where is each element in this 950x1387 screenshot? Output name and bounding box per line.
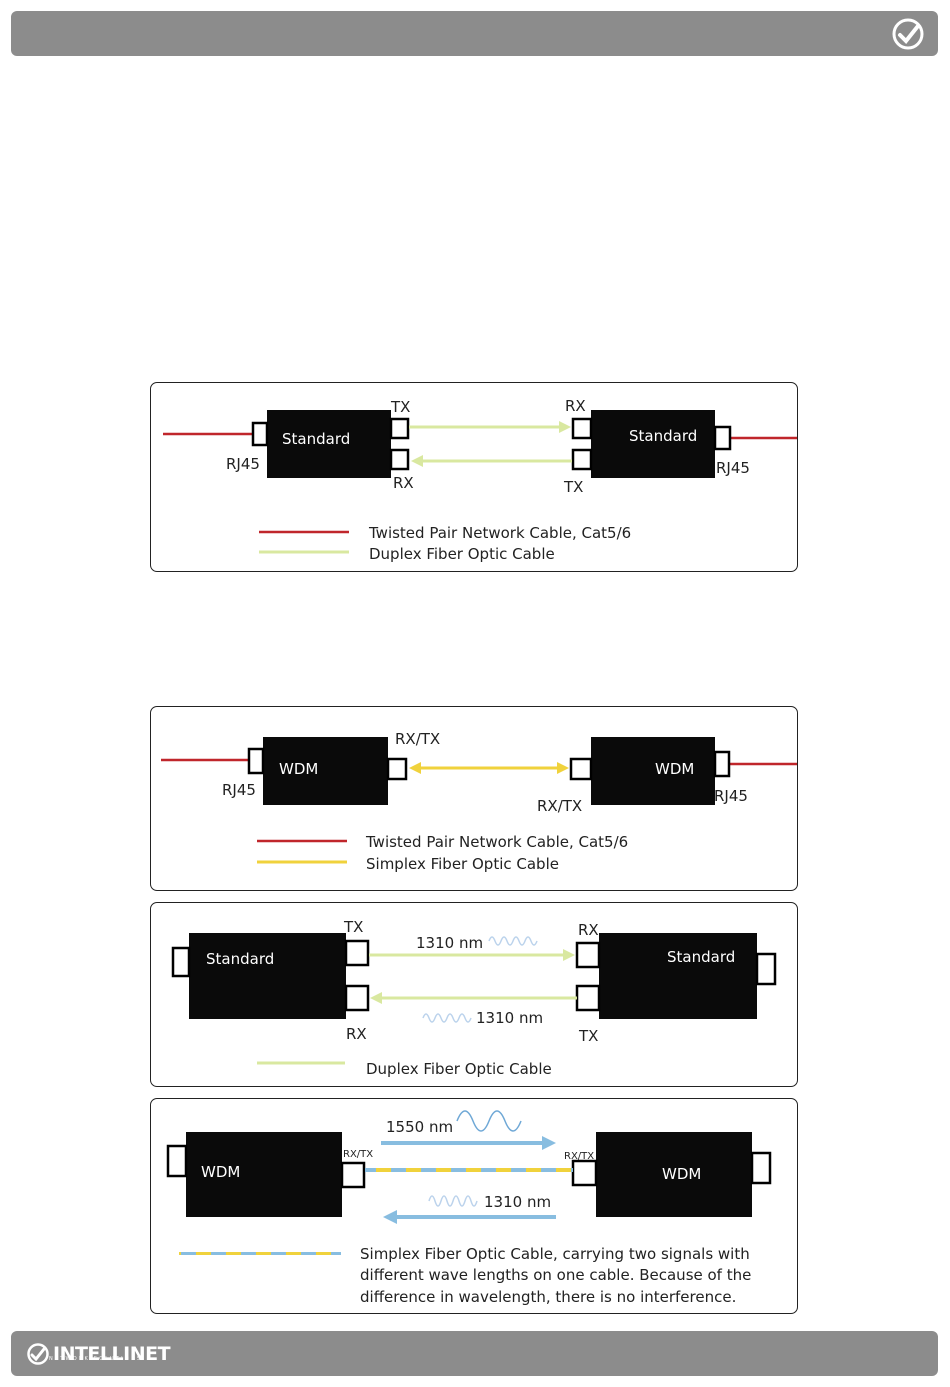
rj45-port-right [755, 952, 777, 986]
port-rx-left [344, 984, 370, 1012]
label-rx-left: RX [346, 1025, 367, 1043]
device-right-label: Standard [629, 427, 697, 445]
device-left [186, 1132, 342, 1217]
device-left-label: Standard [206, 950, 274, 968]
diagram-standard-wavelength: Standard Standard TX RX RX TX 1310 nm 13… [150, 902, 798, 1087]
device-left [189, 933, 346, 1019]
port-rx-right [575, 941, 601, 969]
diagram-wdm-simplex: WDM WDM RX/TX RX/TX RJ45 RJ45 Twisted Pa… [150, 706, 798, 891]
port-rxtx-left [340, 1161, 366, 1189]
rj45-port-right [713, 425, 732, 451]
rj45-port-left [247, 747, 265, 775]
device-right [591, 410, 715, 478]
port-tx-left [344, 939, 370, 967]
wave-icon-top [488, 936, 538, 946]
legend-fiber-label: Duplex Fiber Optic Cable [366, 1060, 552, 1078]
label-rx-right: RX [565, 397, 586, 415]
label-rxtx-left: RX/TX [343, 1149, 373, 1160]
device-left [263, 737, 388, 805]
rj45-port-right [750, 1151, 772, 1185]
legend-mixed-swatch [179, 1252, 341, 1255]
device-left-label: Standard [282, 430, 350, 448]
fiber-tx-arrow [559, 421, 571, 433]
label-rxtx-left: RX/TX [395, 730, 440, 748]
port-rxtx-right [569, 757, 593, 781]
brand-logo: INTELLINET [27, 1340, 171, 1368]
brand-name: INTELLINET [53, 1343, 171, 1365]
fiber-arrow-right [557, 762, 569, 774]
wave-label-1550: 1550 nm [386, 1118, 453, 1136]
device-right [596, 1132, 752, 1217]
brand-check-icon [892, 18, 924, 50]
wave-label-top: 1310 nm [416, 934, 483, 952]
fiber-rx-arrow [370, 992, 382, 1004]
legend-line-2: different wave lengths on one cable. Bec… [360, 1266, 751, 1284]
port-tx-right [571, 448, 593, 471]
wave-1310-arrow [383, 1210, 397, 1224]
rj45-port-left [166, 1144, 188, 1178]
label-rj45-right: RJ45 [714, 787, 748, 805]
port-rxtx-right [571, 1159, 598, 1187]
diagram-wdm-wavelength: WDM WDM RX/TX RX/TX 1550 nm 1310 nm Simp… [150, 1098, 798, 1314]
label-rxtx-right: RX/TX [537, 797, 582, 815]
legend-fiber-label: Duplex Fiber Optic Cable [369, 545, 555, 563]
label-rx-right: RX [578, 921, 599, 939]
wave-1550-arrow [542, 1136, 556, 1150]
label-rxtx-right: RX/TX [564, 1151, 594, 1162]
label-rx-left: RX [393, 474, 414, 492]
fiber-simplex-mixed [365, 1168, 573, 1172]
legend-line-1: Simplex Fiber Optic Cable, carrying two … [360, 1245, 750, 1263]
rj45-port-right [713, 750, 731, 778]
port-rxtx-left [386, 757, 408, 781]
label-tx-right: TX [563, 478, 583, 496]
port-tx-left [389, 417, 410, 440]
label-rj45-left: RJ45 [222, 781, 256, 799]
label-rj45-left: RJ45 [226, 455, 260, 473]
label-rj45-right: RJ45 [716, 459, 750, 477]
device-left [267, 410, 391, 478]
wave-label-1310: 1310 nm [484, 1193, 551, 1211]
rj45-port-left [251, 421, 269, 447]
device-left-label: WDM [279, 760, 318, 778]
device-left-label: WDM [201, 1163, 240, 1181]
footer-bar: INTELLINET NETWORK SOLUTIONS [11, 1331, 938, 1376]
fiber-arrow-left [409, 762, 421, 774]
wave-label-bottom: 1310 nm [476, 1009, 543, 1027]
device-right-label: WDM [662, 1165, 701, 1183]
port-rx-left [389, 448, 410, 471]
header-bar [11, 11, 938, 56]
device-right [591, 737, 715, 805]
label-tx-left: TX [390, 398, 410, 416]
label-tx-right: TX [578, 1027, 598, 1045]
port-rx-right [571, 417, 593, 440]
rj45-port-left [171, 946, 191, 978]
fiber-tx-arrow [563, 949, 575, 961]
device-right-label: Standard [667, 948, 735, 966]
wave-icon-1310 [428, 1195, 478, 1207]
port-tx-right [575, 984, 601, 1012]
wave-icon-bottom [422, 1013, 472, 1023]
diagram-standard-duplex: Standard Standard TX RX RX TX RJ45 RJ45 … [150, 382, 798, 572]
device-right [599, 933, 757, 1019]
fiber-rx-arrow [411, 455, 423, 467]
brand-check-icon [27, 1343, 49, 1365]
legend-copper-label: Twisted Pair Network Cable, Cat5/6 [365, 833, 628, 851]
label-tx-left: TX [343, 918, 363, 936]
wave-icon-1550 [456, 1110, 522, 1132]
brand-tagline: NETWORK SOLUTIONS [49, 1356, 143, 1362]
legend-fiber-label: Simplex Fiber Optic Cable [366, 855, 559, 873]
legend-copper-label: Twisted Pair Network Cable, Cat5/6 [368, 524, 631, 542]
device-right-label: WDM [655, 760, 694, 778]
legend-line-3: difference in wavelength, there is no in… [360, 1288, 736, 1306]
